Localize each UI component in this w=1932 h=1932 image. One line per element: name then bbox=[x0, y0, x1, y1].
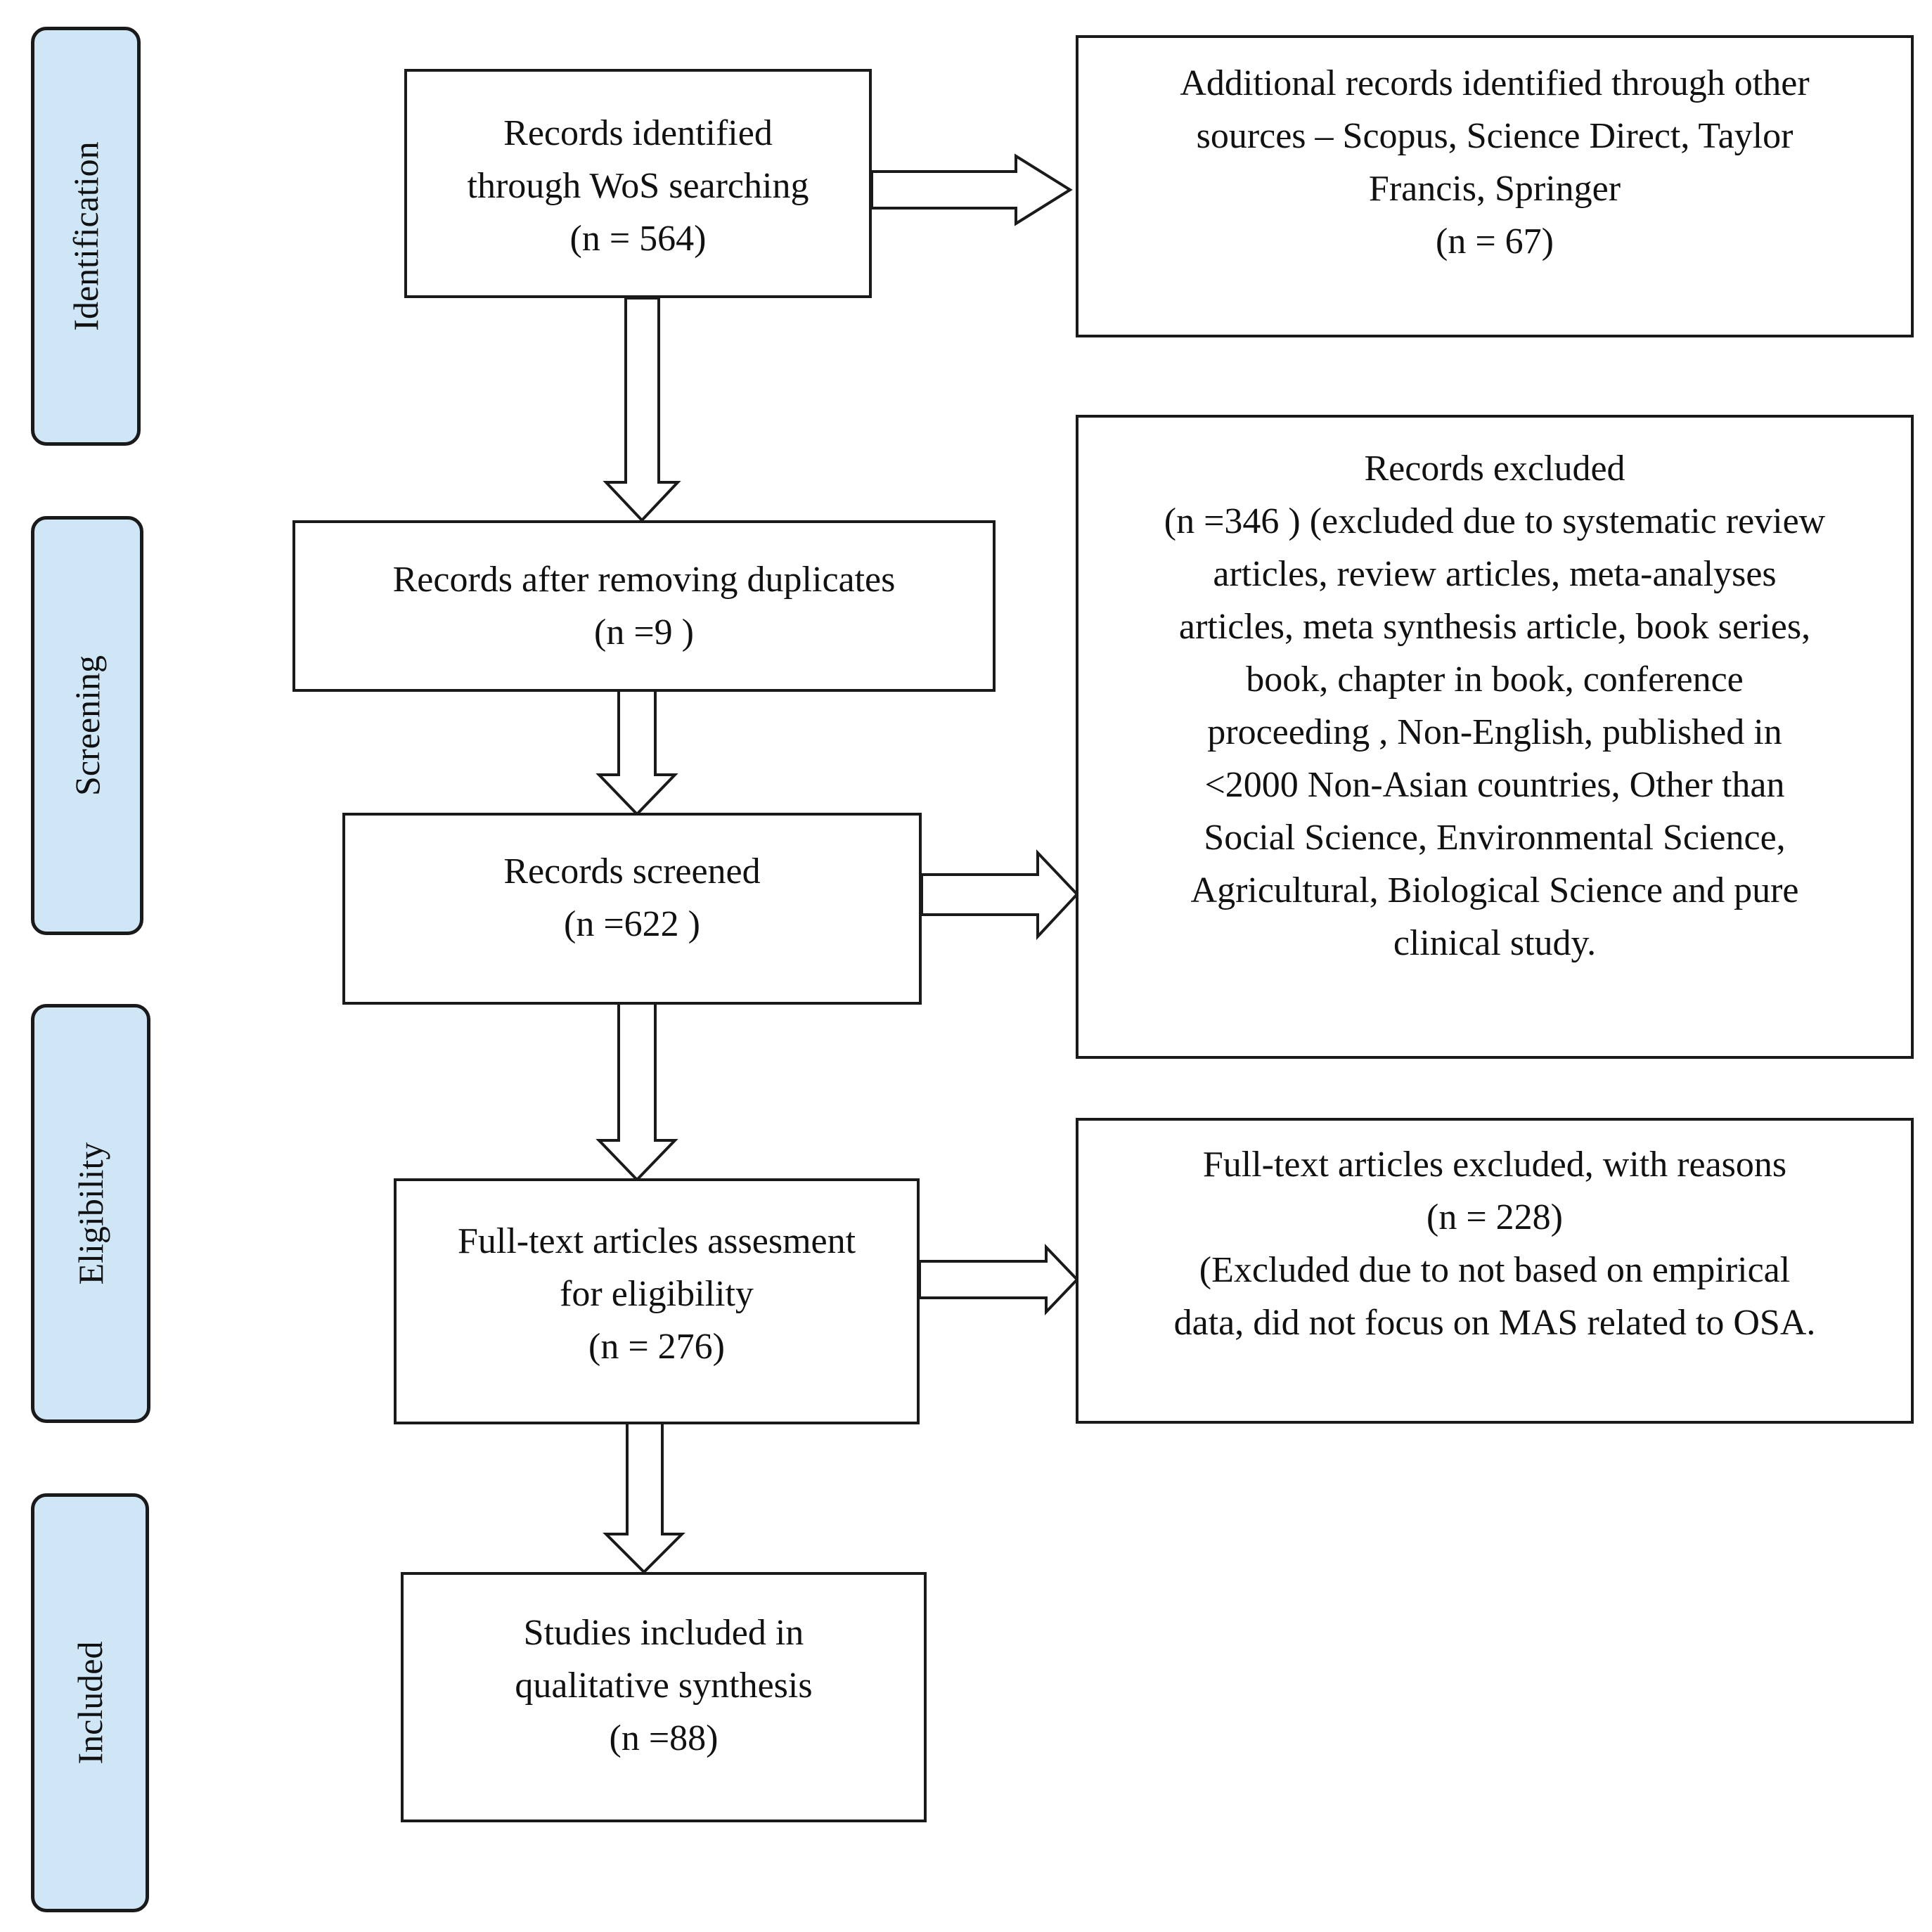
text-line: through WoS searching bbox=[467, 166, 809, 206]
box-additional-records: Additional records identified through ot… bbox=[1076, 35, 1914, 337]
arrow-wos-to-duplicates bbox=[603, 297, 681, 522]
arrow-eligibility-to-fulltext-excluded bbox=[918, 1244, 1079, 1315]
box-studies-included: Studies included in qualitative synthesi… bbox=[401, 1572, 927, 1822]
text-line: Full-text articles assesment bbox=[457, 1221, 856, 1261]
text-line: articles, meta synthesis article, book s… bbox=[1178, 607, 1811, 647]
text-line: <2000 Non-Asian countries, Other than bbox=[1204, 765, 1785, 805]
text-line: Records after removing duplicates bbox=[392, 560, 896, 600]
text-line: (n =346 ) (excluded due to systematic re… bbox=[1164, 501, 1826, 541]
text-line: Records identified bbox=[503, 113, 773, 153]
text-line: Social Science, Environmental Science, bbox=[1204, 818, 1786, 858]
text-line: clinical study. bbox=[1393, 923, 1597, 963]
arrow-duplicates-to-screened bbox=[595, 678, 678, 816]
phase-included: Included bbox=[31, 1493, 149, 1912]
text-line: (n =9 ) bbox=[594, 612, 694, 652]
text-line: Francis, Springer bbox=[1368, 169, 1621, 209]
arrow-screened-to-excluded bbox=[920, 849, 1079, 941]
text-line: Additional records identified through ot… bbox=[1180, 63, 1810, 103]
text-line: (n = 228) bbox=[1427, 1197, 1563, 1237]
text-line: for eligibility bbox=[560, 1274, 754, 1314]
text-line: Agricultural, Biological Science and pur… bbox=[1190, 870, 1799, 910]
text-line: (n =622 ) bbox=[564, 904, 700, 944]
text-line: (n = 67) bbox=[1436, 221, 1554, 262]
text-line: (n = 564) bbox=[569, 219, 707, 259]
phase-screening: Screening bbox=[31, 516, 143, 935]
box-fulltext-assessment: Full-text articles assesment for eligibi… bbox=[394, 1178, 920, 1424]
text-line: data, did not focus on MAS related to OS… bbox=[1173, 1303, 1816, 1343]
text-line: sources – Scopus, Science Direct, Taylor bbox=[1196, 116, 1793, 156]
box-fulltext-excluded: Full-text articles excluded, with reason… bbox=[1076, 1118, 1914, 1424]
text-line: (n = 276) bbox=[588, 1327, 725, 1367]
phase-identification: Identification bbox=[31, 27, 141, 446]
text-line: (Excluded due to not based on empirical bbox=[1199, 1250, 1791, 1290]
text-line: Records screened bbox=[503, 851, 761, 891]
text-line: (n =88) bbox=[609, 1718, 719, 1758]
arrow-wos-to-additional bbox=[870, 153, 1073, 226]
phase-eligibility: Eligibility bbox=[31, 1004, 150, 1423]
text-line: articles, review articles, meta-analyses bbox=[1213, 554, 1777, 594]
arrow-eligibility-to-included bbox=[603, 1422, 685, 1574]
text-line: proceeding , Non-English, published in bbox=[1207, 712, 1782, 752]
text-line: book, chapter in book, conference bbox=[1246, 659, 1744, 700]
box-records-identified-wos: Records identified through WoS searching… bbox=[404, 69, 872, 298]
box-records-screened: Records screened (n =622 ) bbox=[342, 813, 922, 1005]
text-line: Full-text articles excluded, with reason… bbox=[1202, 1145, 1787, 1185]
text-line: Records excluded bbox=[1364, 449, 1625, 489]
box-records-after-duplicates: Records after removing duplicates (n =9 … bbox=[292, 520, 996, 692]
arrow-screened-to-eligibility bbox=[595, 1001, 678, 1182]
text-line: Studies included in bbox=[523, 1613, 804, 1653]
text-line: qualitative synthesis bbox=[515, 1666, 813, 1706]
box-records-excluded: Records excluded (n =346 ) (excluded due… bbox=[1076, 415, 1914, 1059]
